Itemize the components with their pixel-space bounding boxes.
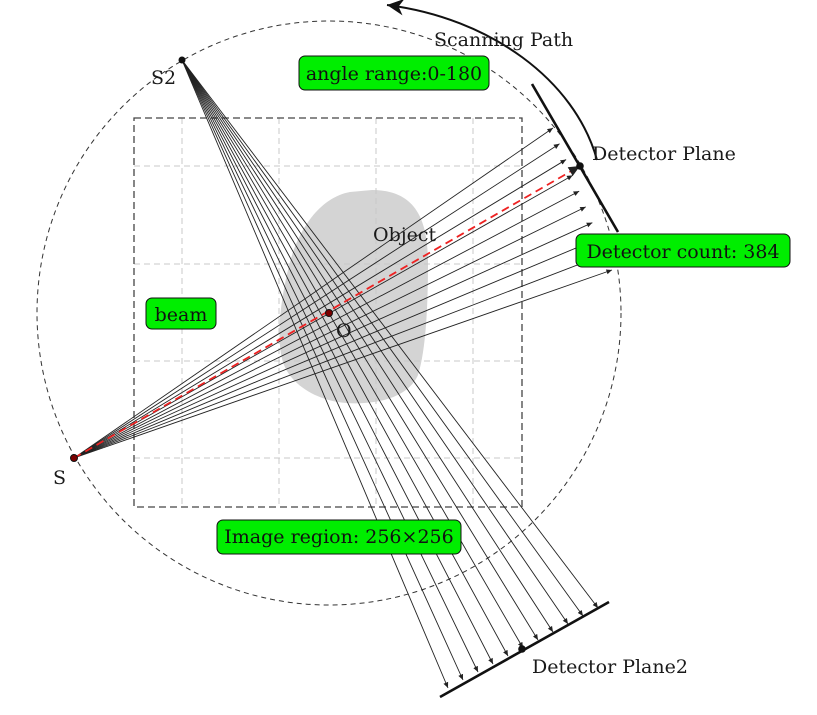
source-point xyxy=(70,454,78,462)
ray-s xyxy=(73,222,593,459)
ray-s2 xyxy=(181,59,539,641)
ray-s2 xyxy=(181,59,524,649)
ray-s xyxy=(73,206,586,459)
scanning-path-label: Scanning Path xyxy=(434,29,573,51)
detector-plane-label: Detector Plane xyxy=(592,143,736,165)
origin-point xyxy=(325,309,333,317)
ray-s xyxy=(73,159,567,459)
source-label: S xyxy=(53,467,66,489)
beam-box: beam xyxy=(145,297,217,330)
object-label: Object xyxy=(373,224,437,246)
detector-count-text: Detector count: 384 xyxy=(586,241,779,263)
ray-s xyxy=(73,238,600,459)
ray-s xyxy=(73,253,606,459)
ray-s2 xyxy=(181,59,554,633)
source2-label: S2 xyxy=(151,67,176,89)
source2-point xyxy=(178,56,186,64)
detector-count-box: Detector count: 384 xyxy=(575,233,791,268)
scanning-circle xyxy=(36,20,622,606)
detector-plane-line xyxy=(530,83,620,233)
ray-s2 xyxy=(181,59,584,617)
detector-center-point xyxy=(576,162,584,170)
ray-s2 xyxy=(181,59,599,609)
ray-s2 xyxy=(181,59,494,665)
scanning-path-arrow xyxy=(386,0,598,161)
origin-label: O xyxy=(336,320,352,342)
angle-range-box: angle range:0-180 xyxy=(298,55,490,91)
image-region-text: Image region: 256×256 xyxy=(224,526,453,548)
ray-s2 xyxy=(181,59,479,673)
ray-s xyxy=(73,269,613,459)
detector2-center-point xyxy=(518,645,526,653)
ray-s xyxy=(73,127,554,459)
ray-s2 xyxy=(181,59,509,657)
beam-text: beam xyxy=(155,304,208,326)
ray-s xyxy=(73,143,560,459)
image-region-box: Image region: 256×256 xyxy=(216,519,462,555)
image-region-border xyxy=(133,117,523,508)
object-shape xyxy=(279,190,428,404)
detector-plane2-label: Detector Plane2 xyxy=(532,656,688,678)
ray-s2 xyxy=(181,59,449,689)
ray-s2 xyxy=(181,59,569,625)
angle-range-text: angle range:0-180 xyxy=(306,63,482,85)
ray-s2 xyxy=(181,59,464,681)
